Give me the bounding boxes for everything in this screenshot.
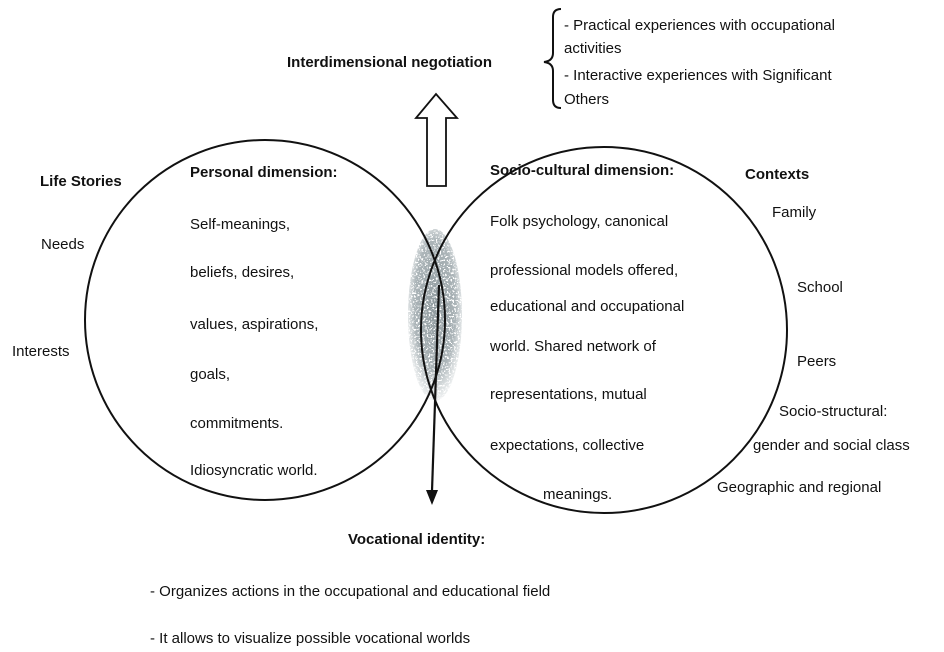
sociocultural-dimension-line: expectations, collective	[490, 437, 645, 454]
sociocultural-dimension-line: educational and occupational	[490, 298, 685, 315]
life-stories-item: Interests	[12, 343, 70, 360]
personal-dimension-line: values, aspirations,	[190, 316, 319, 333]
negotiation-title: Interdimensional negotiation	[287, 54, 493, 71]
contexts-item: Family	[772, 204, 817, 221]
contexts-item: Peers	[797, 353, 837, 370]
negotiation-item: activities	[564, 40, 622, 57]
sociocultural-dimension-title: Socio-cultural dimension:	[490, 162, 675, 179]
vocational-down-arrow-shaft	[430, 284, 441, 492]
contexts-item: Socio-structural:	[779, 403, 888, 420]
sociocultural-dimension-line: world. Shared network of	[490, 338, 656, 355]
sociocultural-dimension-circle	[420, 146, 788, 514]
negotiation-item: Others	[564, 91, 610, 108]
life-stories-heading: Life Stories	[40, 173, 122, 190]
negotiation-item: - Interactive experiences with Significa…	[564, 67, 832, 84]
contexts-item: gender and social class	[753, 437, 910, 454]
contexts-heading: Contexts	[745, 166, 810, 183]
contexts-item: Geographic and regional	[717, 479, 882, 496]
personal-dimension-line: Self-meanings,	[190, 216, 291, 233]
sociocultural-dimension-line: representations, mutual	[490, 386, 647, 403]
vocational-identity-item: - It allows to visualize possible vocati…	[150, 630, 471, 647]
personal-dimension-circle	[84, 139, 446, 501]
sociocultural-dimension-line: meanings.	[543, 486, 613, 503]
personal-dimension-line: Idiosyncratic world.	[190, 462, 318, 479]
personal-dimension-line: commitments.	[190, 415, 284, 432]
sociocultural-dimension-line: Folk psychology, canonical	[490, 213, 669, 230]
vocational-identity-title: Vocational identity:	[348, 531, 486, 548]
life-stories-item: Needs	[41, 236, 85, 253]
personal-dimension-title: Personal dimension:	[190, 164, 338, 181]
vocational-identity-item: - Organizes actions in the occupational …	[150, 583, 551, 600]
overlap-shading	[408, 229, 462, 401]
sociocultural-dimension-line: professional models offered,	[490, 262, 679, 279]
vocational-down-arrow-head	[426, 490, 438, 505]
contexts-item: School	[797, 279, 843, 296]
personal-dimension-line: beliefs, desires,	[190, 264, 295, 281]
negotiation-item: - Practical experiences with occupationa…	[564, 17, 835, 34]
personal-dimension-line: goals,	[190, 366, 231, 383]
negotiation-up-arrow	[414, 92, 459, 187]
negotiation-brace	[543, 8, 562, 109]
